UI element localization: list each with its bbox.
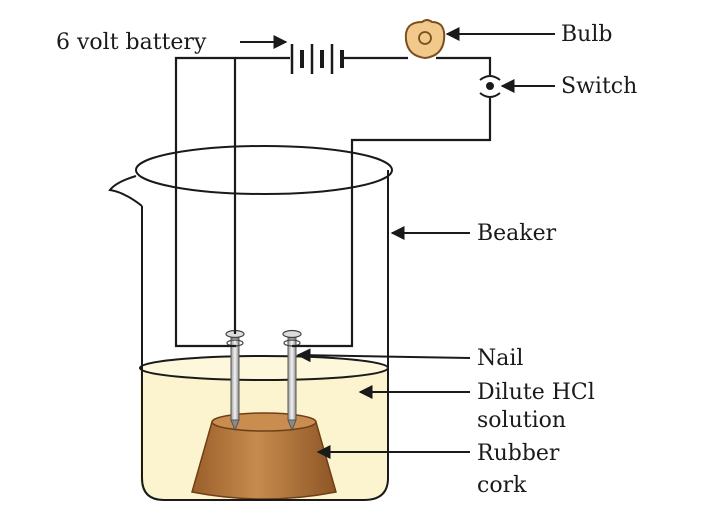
label-arrows: [240, 27, 555, 459]
bulb-label: Bulb: [561, 22, 612, 47]
solution-label-line1: Dilute HCl: [477, 380, 595, 405]
rubber-cork: [191, 412, 337, 500]
beaker: [108, 145, 393, 501]
cork-label-line2: cork: [477, 473, 527, 498]
battery-label: 6 volt battery: [56, 30, 207, 55]
switch-label: Switch: [561, 74, 637, 99]
solution-surface: [139, 355, 389, 381]
switch-icon: [479, 75, 501, 98]
beaker-label: Beaker: [477, 221, 557, 246]
battery-icon: [290, 44, 344, 74]
bulb-icon: [404, 19, 446, 60]
nail-label: Nail: [477, 346, 523, 371]
circuit-wires: [174, 56, 492, 348]
solution-label-line2: solution: [477, 408, 566, 433]
cork-label-line1: Rubber: [477, 441, 560, 466]
